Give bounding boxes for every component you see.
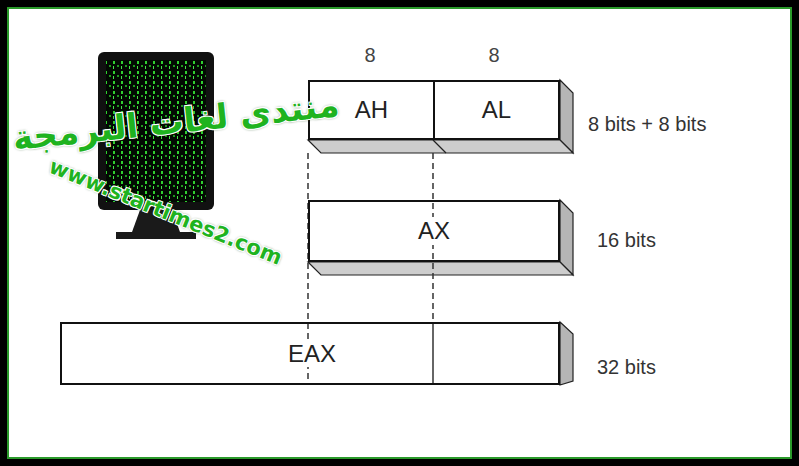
bit-width: 8 <box>364 44 375 67</box>
register-box: EAX <box>60 322 560 385</box>
box-depth <box>308 80 573 385</box>
face-divider <box>433 140 446 153</box>
register-name: EAX <box>285 340 339 368</box>
side-face <box>560 322 573 385</box>
size-label: 32 bits <box>597 356 656 379</box>
register-name: AH <box>352 96 391 124</box>
bottom-face <box>308 262 573 275</box>
register-name: AL <box>479 96 514 124</box>
bit-width: 8 <box>488 44 499 67</box>
size-label: 8 bits + 8 bits <box>588 113 706 136</box>
size-label: 16 bits <box>597 229 656 252</box>
inner-ground <box>8 8 791 458</box>
bottom-face <box>308 140 573 153</box>
register-name: AX <box>415 217 453 245</box>
monitor-base <box>116 232 196 239</box>
register-box: AL <box>433 80 560 140</box>
divider-line <box>432 322 434 385</box>
register-box: AX <box>308 200 560 262</box>
